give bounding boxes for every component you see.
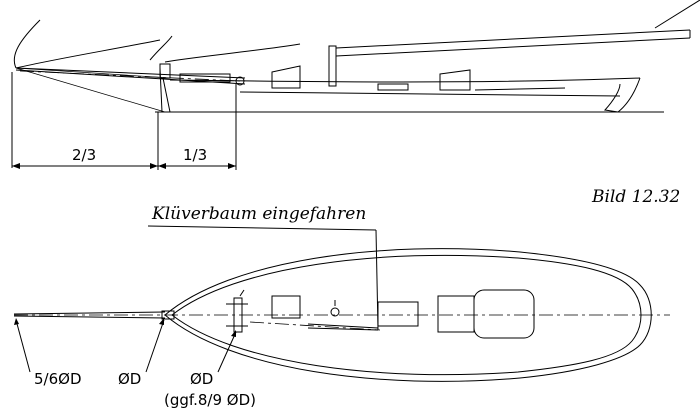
cockpit-line	[474, 87, 566, 91]
staysail-upper	[149, 35, 173, 61]
leader-tip	[15, 319, 31, 373]
label-bitts-alternative: (ggf.8/9 ØD)	[164, 391, 256, 409]
plan-retracted-centerline	[249, 321, 381, 331]
dim-arrow-1	[12, 163, 20, 169]
bowsprit-centerline	[19, 70, 241, 82]
side-view: 2/3 1/3	[11, 0, 700, 170]
leader-bitts	[217, 331, 237, 373]
forestay-lower	[15, 67, 166, 113]
hull-stern	[604, 77, 641, 113]
label-stem-diameter: ØD	[118, 370, 141, 388]
boom-bottom	[335, 37, 691, 57]
deckhouse-aft	[439, 69, 471, 91]
plan-bitts-tick	[239, 289, 245, 297]
leader-bitts-arrow	[231, 330, 236, 337]
bowsprit-top	[15, 67, 246, 79]
dim-label-one-third: 1/3	[183, 146, 207, 164]
mast	[328, 45, 337, 87]
dim-label-two-thirds: 2/3	[72, 146, 96, 164]
dim-arrow-3	[158, 163, 166, 169]
annotation-underline	[147, 225, 377, 231]
hull-deckline	[239, 91, 621, 97]
plan-view: Klüverbaum eingefahren 5/6ØD	[13, 204, 670, 409]
plan-bowsprit-taper	[13, 311, 166, 319]
plan-retracted-bowsprit	[307, 323, 379, 331]
plan-house-aft	[437, 295, 475, 333]
plan-stem-fitting	[161, 310, 175, 320]
leader-stem	[145, 319, 165, 373]
leader-stem-arrow	[159, 318, 164, 325]
dim-arrow-2	[150, 163, 158, 169]
jib-luff-curve	[13, 19, 41, 69]
mainsail-foot	[164, 43, 301, 63]
dim-arrow-4	[228, 163, 236, 169]
deckhouse-fwd	[271, 65, 301, 89]
mast-head-line	[654, 0, 700, 29]
plan-hatch-mid	[377, 301, 419, 327]
boom-top	[335, 29, 691, 49]
plan-cockpit	[473, 289, 535, 339]
bowsprit-fitting	[179, 73, 231, 83]
forestay-upper	[15, 67, 171, 79]
leader-tip-arrow	[14, 318, 19, 325]
plan-mast	[330, 307, 340, 317]
stem-head	[159, 63, 171, 79]
figure-caption: Bild 12.32	[591, 187, 680, 207]
plan-bitts	[233, 297, 243, 333]
annotation-bowsprit-retracted: Klüverbaum eingefahren	[151, 204, 366, 224]
plan-hatch-fwd	[271, 295, 301, 319]
staysail-curve	[15, 39, 161, 69]
hull-sheer	[169, 77, 641, 83]
label-tip-diameter: 5/6ØD	[34, 370, 82, 388]
label-bitts-diameter: ØD	[190, 370, 213, 388]
deckhouse-mid	[377, 83, 409, 91]
